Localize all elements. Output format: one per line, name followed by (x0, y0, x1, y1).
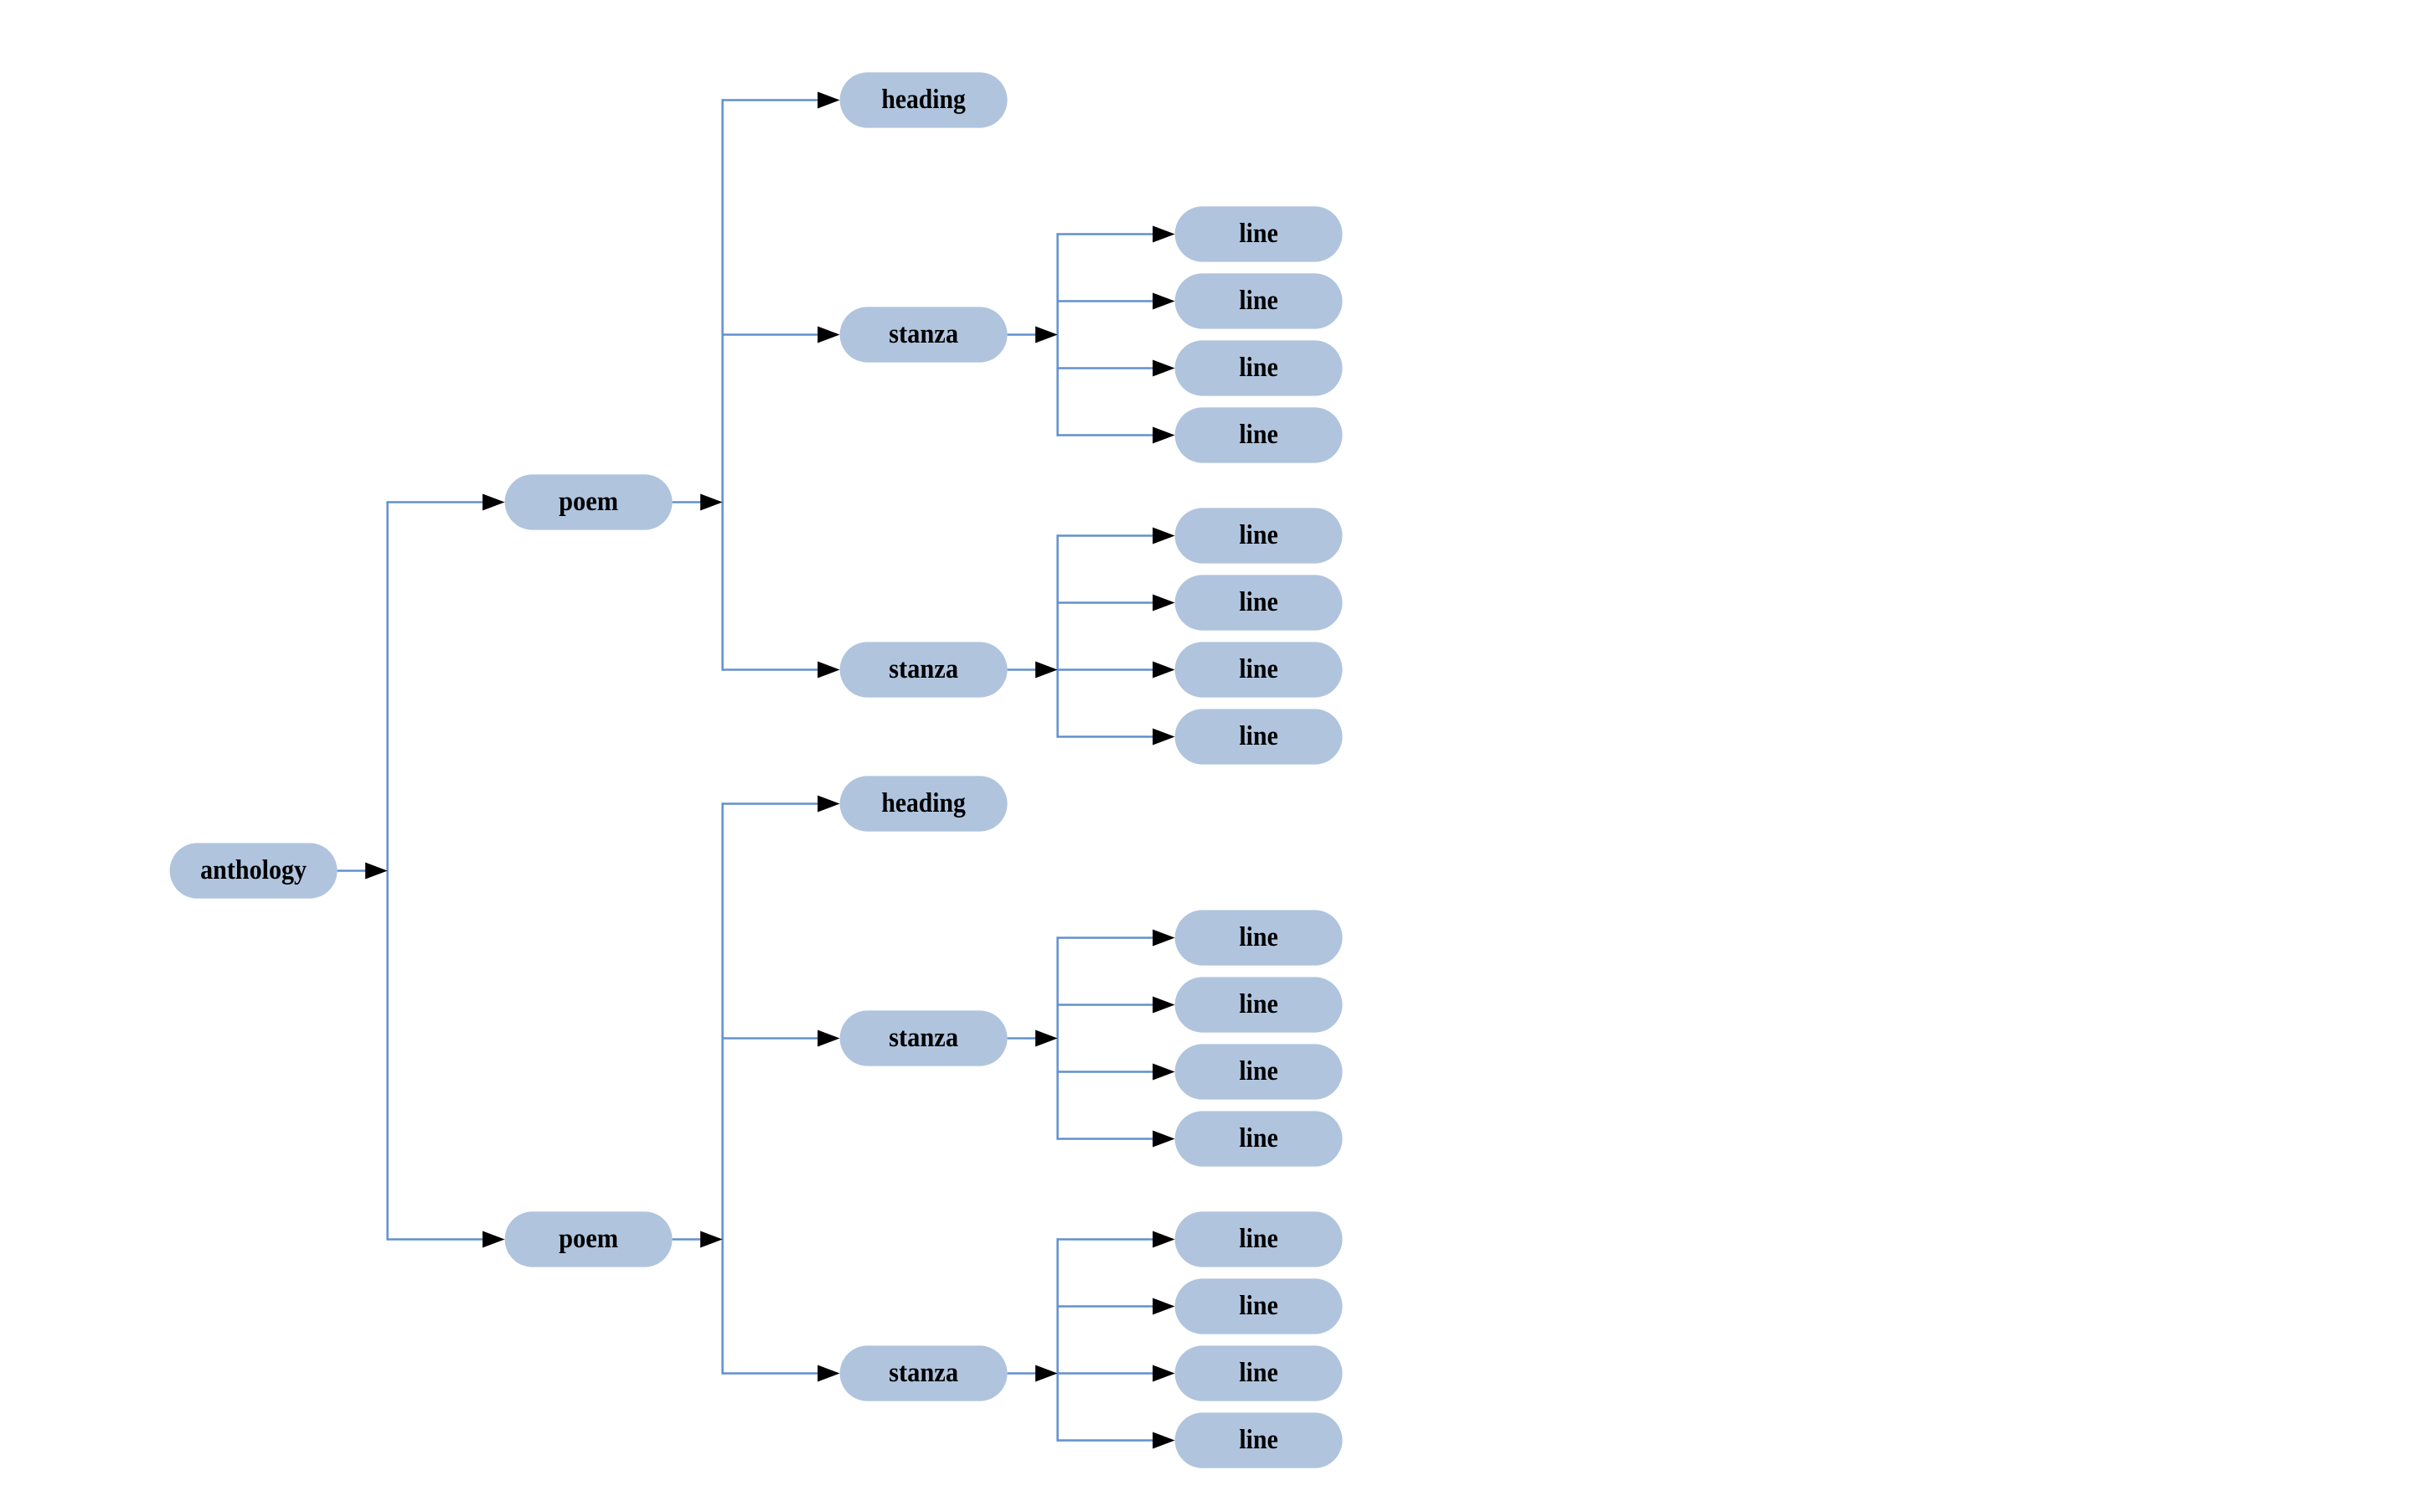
svg-text:line: line (1239, 1056, 1278, 1086)
svg-text:line: line (1239, 1425, 1278, 1455)
svg-text:line: line (1239, 1291, 1278, 1321)
svg-text:line: line (1239, 286, 1278, 316)
svg-text:line: line (1239, 654, 1278, 684)
svg-text:line: line (1239, 1224, 1278, 1254)
svg-text:line: line (1239, 1358, 1278, 1388)
svg-text:line: line (1239, 922, 1278, 952)
svg-text:stanza: stanza (889, 654, 958, 684)
svg-text:line: line (1239, 353, 1278, 383)
svg-text:line: line (1239, 420, 1278, 450)
svg-text:line: line (1239, 520, 1278, 550)
svg-text:stanza: stanza (889, 319, 958, 349)
svg-text:line: line (1239, 219, 1278, 249)
svg-text:line: line (1239, 721, 1278, 751)
svg-text:stanza: stanza (889, 1358, 958, 1388)
svg-text:heading: heading (881, 85, 966, 115)
svg-text:line: line (1239, 989, 1278, 1019)
svg-text:poem: poem (559, 1224, 618, 1254)
svg-text:stanza: stanza (889, 1023, 958, 1053)
svg-text:anthology: anthology (200, 855, 307, 885)
svg-text:line: line (1239, 587, 1278, 617)
svg-text:line: line (1239, 1123, 1278, 1153)
svg-text:poem: poem (559, 487, 618, 517)
svg-text:heading: heading (881, 788, 966, 818)
